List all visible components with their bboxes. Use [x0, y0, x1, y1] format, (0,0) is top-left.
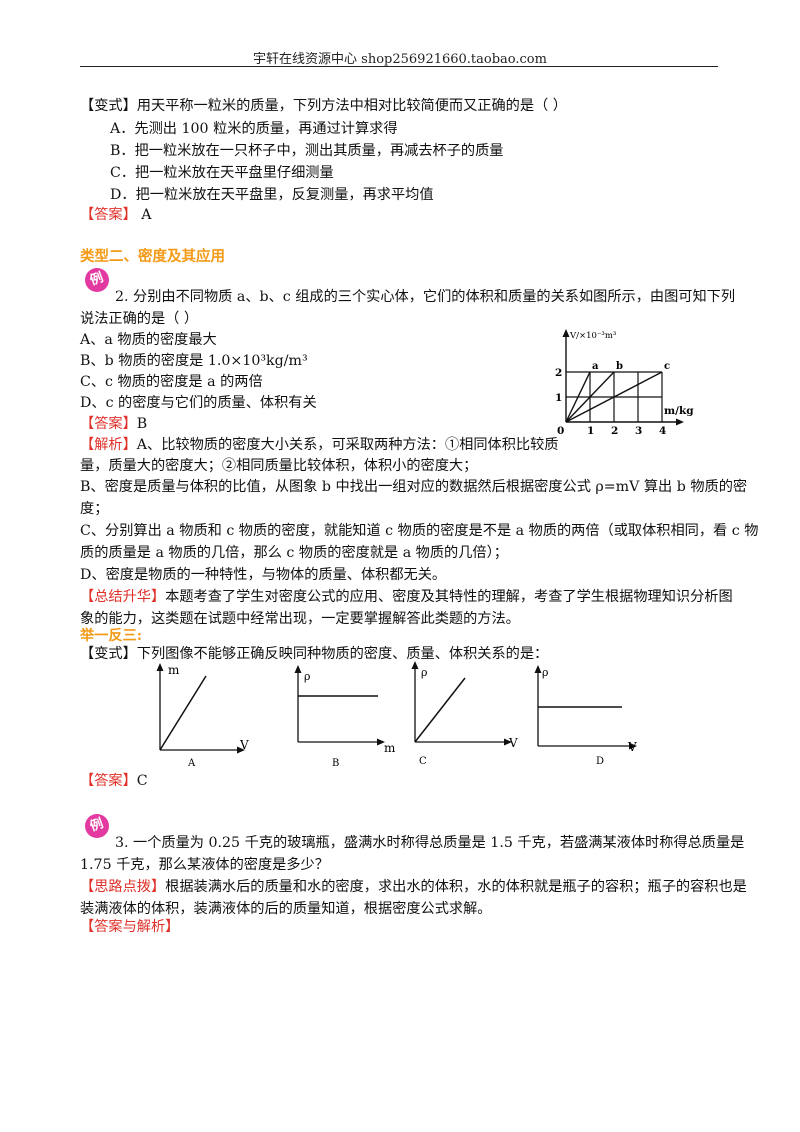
graph-b-y-label: ρ	[304, 670, 310, 683]
page-header: 宇轩在线资源中心 shop256921660.taobao.com	[253, 52, 547, 67]
graph-c: ρ V C	[411, 661, 518, 767]
graph-a-line	[159, 675, 207, 751]
x-tick-label: 2	[611, 425, 618, 437]
variant1-tag: 【变式】	[80, 98, 137, 114]
graph-b-y-arrow	[294, 665, 302, 673]
q2-summary-text: 本题考查了学生对密度公式的应用、密度及其特性的理解，考查了学生根据物理知识分析图	[165, 589, 733, 605]
x-tick-label: 0	[557, 425, 564, 437]
q2-stem-line1: 2. 分别由不同物质 a、b、c 组成的三个实心体，它们的体积和质量的关系如图所…	[115, 289, 736, 305]
q2-summary-line2: 象的能力，这类题在试题中经常出现，一定要掌握解答此类题的方法。	[80, 611, 520, 627]
example-badge-q3: 例	[81, 810, 113, 842]
example-badge: 例	[81, 264, 113, 296]
answer-value: A	[141, 207, 152, 223]
graph-d-y-arrow	[534, 665, 542, 673]
variant1-option-c: C．把一粒米放在天平盘里仔细测量	[110, 165, 334, 181]
graph-b-x-arrow	[377, 738, 385, 746]
y-tick-label: 1	[555, 392, 562, 404]
q2-analysis-tag: 【解析】	[80, 437, 137, 453]
graph-b: ρ m B	[294, 665, 396, 769]
q2-answer-tag: 【答案】	[80, 416, 137, 432]
q2-analysis-line5: C、分别算出 a 物质和 c 物质的密度，就能知道 c 物质的密度是不是 a 物…	[80, 523, 759, 539]
series-label-c: c	[664, 361, 670, 372]
q3-hint-tag: 【思路点拨】	[80, 879, 166, 895]
q2-answer-value: B	[136, 416, 148, 432]
q2-analysis-line6: 质的质量是 a 物质的几倍，那么 c 物质的密度就是 a 物质的几倍）；	[80, 545, 508, 561]
graph-a-caption: A	[187, 758, 196, 769]
graph-a-y-arrow	[156, 663, 164, 671]
practice-title: 举一反三:	[80, 628, 142, 644]
variant1-option-b: B．把一粒米放在一只杯子中，测出其质量，再减去杯子的质量	[110, 143, 504, 159]
q3-hint-line2: 装满液体的体积，装满液体的后的质量知道，根据密度公式求解。	[80, 901, 492, 917]
variant1-option-d: D．把一粒米放在天平盘里，反复测量，再求平均值	[110, 187, 434, 203]
q2-option-a: A、a 物质的密度最大	[80, 332, 217, 348]
graph-d-caption: D	[596, 756, 604, 767]
graph-d: ρ V D	[534, 665, 637, 767]
series-line-a	[565, 371, 591, 423]
q2-analysis-line3: B、密度是质量与体积的比值，从图象 b 中找出一组对应的数据然后根据密度公式 ρ…	[80, 479, 748, 495]
graph-b-x-label: m	[384, 741, 396, 755]
graph-d-x-arrow	[629, 742, 637, 750]
practice-tag: 【变式】	[80, 646, 137, 662]
q3-hint-text: 根据装满水后的质量和水的密度，求出水的体积，水的体积就是瓶子的容积；瓶子的容积也…	[165, 879, 747, 895]
graph-c-y-arrow	[411, 661, 419, 669]
variant1-answer: 【答案】 A	[80, 206, 152, 225]
header-divider	[80, 66, 718, 67]
q2-analysis-line4: 度；	[80, 501, 109, 517]
graph-c-caption: C	[419, 756, 427, 767]
graph-a-y-label: m	[168, 663, 180, 677]
graph-a-x-arrow	[237, 746, 245, 754]
q2-stem-line2: 说法正确的是（ ）	[80, 311, 199, 327]
practice-answer-tag: 【答案】	[80, 773, 137, 789]
x-tick-label: 4	[659, 425, 666, 437]
practice-answer-value: C	[136, 773, 148, 789]
practice-answer: 【答案】C	[80, 772, 148, 791]
graph-c-y-label: ρ	[421, 666, 427, 679]
q2-analysis-line1: 【解析】A、比较物质的密度大小关系，可采取两种方法：①相同体积比较质	[80, 436, 558, 455]
variant1-question: 【变式】用天平称一粒米的质量，下列方法中相对比较简便而又正确的是（ ）	[80, 97, 567, 116]
graph-a-x-label: V	[239, 738, 249, 752]
q2-answer: 【答案】B	[80, 415, 147, 434]
y-axis-arrow	[562, 329, 570, 337]
series-line-b	[565, 371, 615, 423]
x-tick-label: 1	[587, 425, 594, 437]
q2-analysis-line2: 量，质量大的密度大；②相同质量比较体积，体积小的密度大；	[80, 458, 478, 474]
graph-c-x-arrow	[504, 738, 512, 746]
graph-d-x-label: V	[627, 740, 637, 754]
q2-option-d: D、c 的密度与它们的质量、体积有关	[80, 395, 317, 411]
graph-c-line	[414, 677, 466, 743]
x-axis-arrow	[676, 418, 684, 426]
q2-option-b: B、b 物质的密度是 1.0×10³kg/m³	[80, 353, 308, 369]
graph-d-y-label: ρ	[542, 666, 548, 679]
y-axis-label: V/×10⁻³m³	[569, 331, 616, 341]
variant1-text: 用天平称一粒米的质量，下列方法中相对比较简便而又正确的是（ ）	[136, 98, 567, 114]
series-label-b: b	[616, 361, 623, 372]
q3-answer-tag: 【答案与解析】	[80, 919, 180, 935]
series-line-c	[565, 371, 663, 423]
q2-summary-line1: 【总结升华】本题考查了学生对密度公式的应用、密度及其特性的理解，考查了学生根据物…	[80, 588, 733, 607]
y-tick-label: 2	[555, 367, 562, 379]
section-title: 类型二、密度及其应用	[80, 248, 225, 265]
x-tick-label: 3	[635, 425, 642, 437]
q2-option-c: C、c 物质的密度是 a 的两倍	[80, 374, 263, 390]
q2-analysis-line7: D、密度是物质的一种特性，与物体的质量、体积都无关。	[80, 567, 447, 583]
q2-analysis-text: A、比较物质的密度大小关系，可采取两种方法：①相同体积比较质	[136, 437, 559, 453]
practice-question: 【变式】下列图像不能够正确反映同种物质的密度、质量、体积关系的是：	[80, 645, 548, 664]
q2-summary-tag: 【总结升华】	[80, 589, 166, 605]
x-axis-label: m/kg	[664, 405, 694, 417]
density-graph: a b c 0 1 2 3 4 1 2 V/×10⁻³m³ m/kg	[555, 329, 694, 437]
graph-c-x-label: V	[508, 736, 518, 750]
graph-b-caption: B	[332, 758, 339, 769]
chart-layer: a b c 0 1 2 3 4 1 2 V/×10⁻³m³ m/kg	[555, 329, 694, 437]
graph-a: m V A	[156, 663, 249, 769]
variant1-option-a: A．先测出 100 粒米的质量，再通过计算求得	[110, 121, 398, 137]
practice-text: 下列图像不能够正确反映同种物质的密度、质量、体积关系的是：	[136, 646, 549, 662]
q3-stem-line2: 1.75 千克，那么某液体的密度是多少？	[80, 857, 329, 873]
q3-hint-line1: 【思路点拨】根据装满水后的质量和水的密度，求出水的体积，水的体积就是瓶子的容积；…	[80, 878, 747, 897]
series-label-a: a	[592, 361, 599, 372]
answer-tag: 【答案】	[80, 207, 137, 223]
q3-stem-line1: 3. 一个质量为 0.25 千克的玻璃瓶，盛满水时称得总质量是 1.5 千克，若…	[115, 835, 745, 851]
